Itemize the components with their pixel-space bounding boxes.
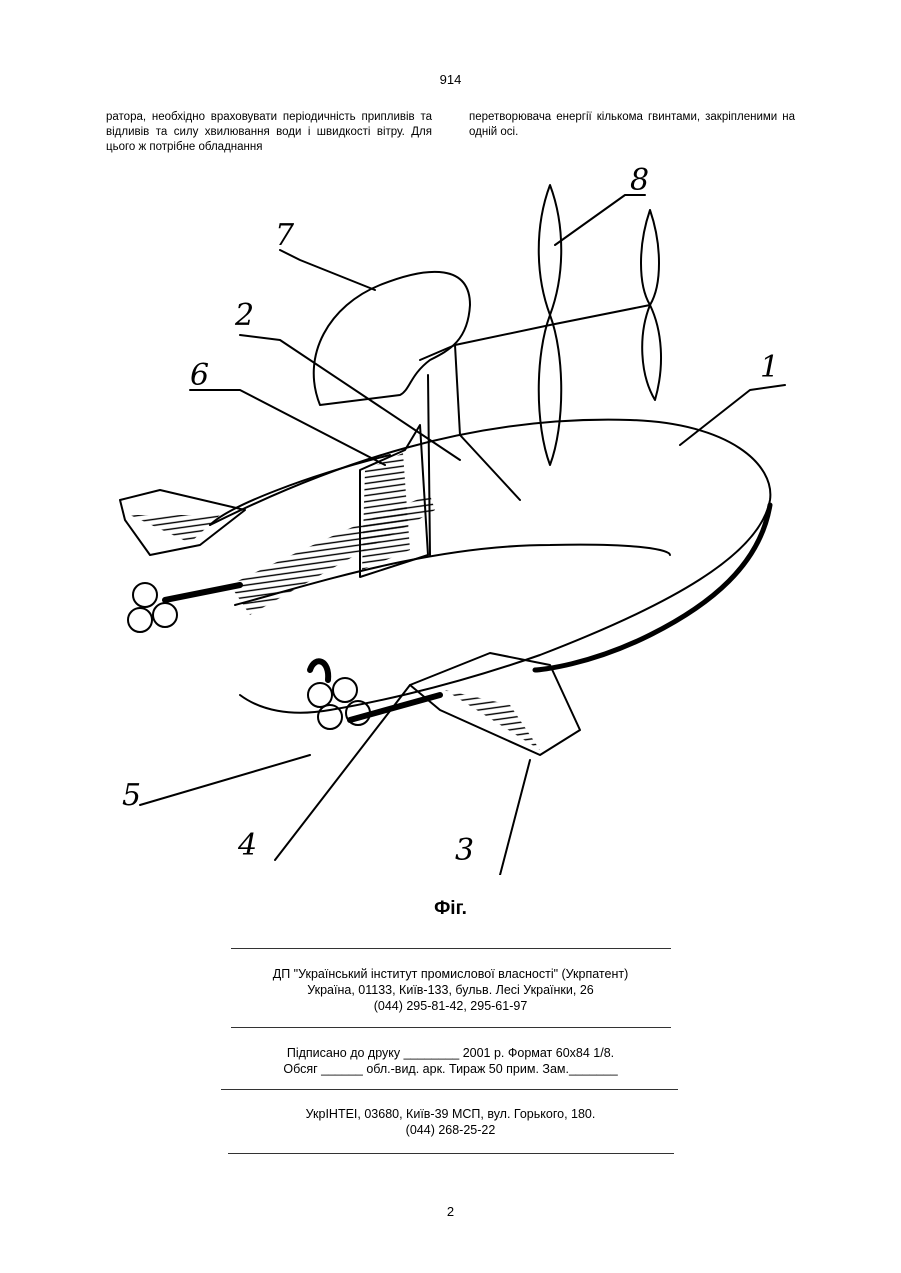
figure-label-7: 7 bbox=[275, 218, 295, 253]
wing-rear-edge bbox=[535, 505, 770, 670]
printer-phone: (044) 268-25-22 bbox=[0, 1122, 901, 1138]
printer-address: УкрІНТЕІ, 03680, Київ-39 МСП, вул. Горьк… bbox=[0, 1106, 901, 1122]
leader-line-4 bbox=[275, 685, 410, 860]
figure-label-2: 2 bbox=[234, 298, 254, 333]
fan-ring bbox=[333, 678, 357, 702]
volume-info: Обсяг ______ обл.-вид. арк. Тираж 50 при… bbox=[0, 1061, 901, 1077]
fan-hub bbox=[310, 661, 328, 680]
engine-shaft bbox=[350, 695, 440, 720]
divider bbox=[228, 1153, 674, 1154]
figure-label-8: 8 bbox=[630, 165, 649, 198]
divider bbox=[221, 1089, 678, 1090]
propeller-blade bbox=[641, 210, 659, 305]
sail bbox=[314, 272, 470, 405]
leader-line-5 bbox=[140, 755, 310, 805]
figure-label-4: 4 bbox=[237, 828, 257, 863]
fan-ring bbox=[133, 583, 157, 607]
divider bbox=[231, 1027, 671, 1028]
propeller-blade bbox=[642, 305, 661, 400]
publisher-address: Україна, 01133, Київ-133, бульв. Лесі Ук… bbox=[0, 982, 901, 998]
leader-line-1 bbox=[680, 385, 785, 445]
leader-line-8 bbox=[555, 195, 645, 245]
text-column-left: ратора, необхідно враховувати періодичні… bbox=[106, 110, 432, 155]
fan-ring bbox=[128, 608, 152, 632]
fan-ring bbox=[308, 683, 332, 707]
signing-info: Підписано до друку ________ 2001 р. Форм… bbox=[0, 1045, 901, 1061]
leader-line-3 bbox=[500, 760, 530, 875]
mast bbox=[428, 375, 430, 555]
right-stabilizer-hatch bbox=[445, 690, 540, 750]
leader-line-2 bbox=[240, 335, 460, 460]
leader-line-7 bbox=[280, 250, 375, 290]
engine-shaft bbox=[165, 585, 240, 600]
mast-front bbox=[455, 345, 520, 500]
figure-label-5: 5 bbox=[122, 778, 141, 813]
propeller-blade bbox=[539, 315, 562, 465]
patent-figure-drawing: 1 2 3 4 5 6 7 8 bbox=[110, 165, 800, 875]
wing-leading-edge bbox=[210, 455, 390, 525]
figure-label-3: 3 bbox=[455, 833, 474, 868]
fan-ring bbox=[153, 603, 177, 627]
figure-label-1: 1 bbox=[760, 350, 779, 385]
page-number-bottom: 2 bbox=[0, 1204, 901, 1219]
cabin-fin-hatch bbox=[362, 453, 410, 570]
publisher-phone: (044) 295-81-42, 295-61-97 bbox=[0, 998, 901, 1014]
figure-caption: Фіг. bbox=[0, 898, 901, 920]
figure-label-6: 6 bbox=[190, 358, 209, 393]
fan-ring bbox=[318, 705, 342, 729]
divider bbox=[231, 948, 671, 949]
page-number-top: 914 bbox=[0, 72, 901, 87]
propeller-blade bbox=[539, 185, 562, 315]
publisher-name: ДП "Український інститут промислової вла… bbox=[0, 966, 901, 982]
text-column-right: перетворювача енергії кількома гвинтами,… bbox=[469, 110, 795, 140]
